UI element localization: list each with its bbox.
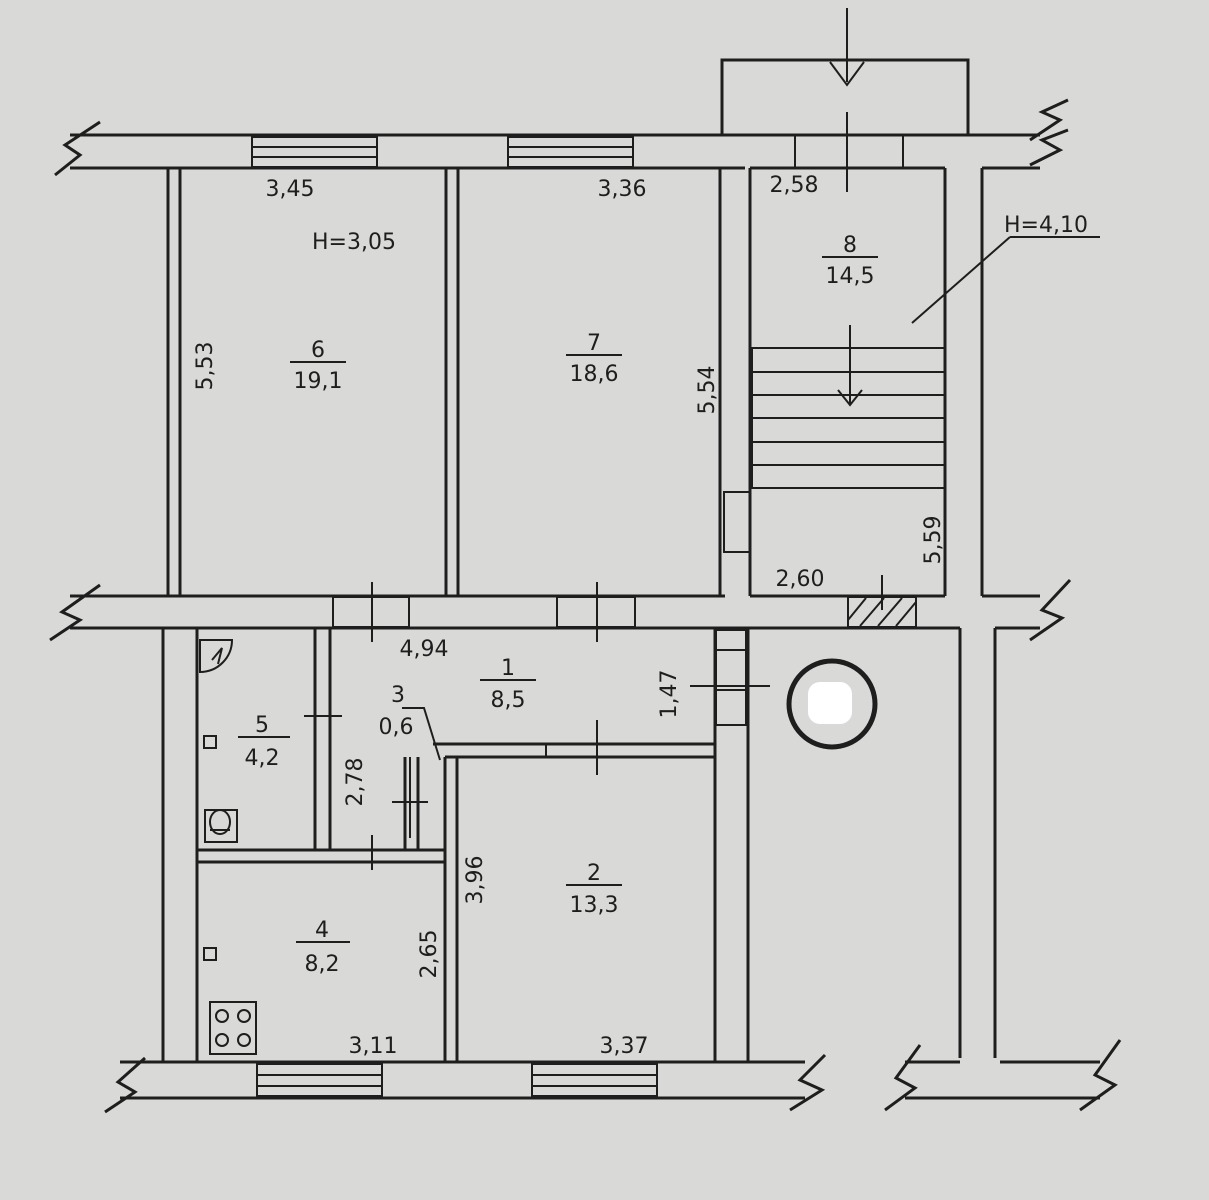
room-1-area: 8,5 [491, 688, 526, 713]
room-6-number: 6 [311, 338, 325, 363]
dim-room6-width: 3,45 [266, 177, 315, 202]
room-8-area: 14,5 [826, 264, 875, 289]
room-4-number: 4 [315, 918, 329, 943]
room-5-area: 4,2 [245, 746, 280, 771]
dim-room1-width: 1,47 [657, 670, 682, 719]
outer-walls [49, 58, 1122, 1114]
room-7-number: 7 [587, 331, 601, 356]
ceiling-height-main: H=3,05 [312, 230, 396, 255]
dim-room8-width-top: 2,58 [770, 173, 819, 198]
dim-room8-length: 5,59 [921, 516, 946, 565]
vent-icon [786, 658, 878, 750]
fixtures [199, 639, 878, 1055]
toilet-icon [204, 809, 238, 843]
dim-room3-length: 2,78 [343, 758, 368, 807]
room-2-number: 2 [587, 861, 601, 886]
radiator-icon [203, 735, 217, 749]
dim-room4-length: 2,65 [417, 930, 442, 979]
staircase [751, 236, 1100, 489]
meter-icon [199, 639, 234, 674]
dim-room6-length: 5,53 [193, 342, 218, 391]
labels: H=3,05 H=4,10 6 19,1 7 18,6 8 14,5 1 8,5… [193, 173, 1088, 1059]
dim-room1-length: 4,94 [400, 637, 449, 662]
room-1-number: 1 [501, 656, 515, 681]
room-4-area: 8,2 [305, 952, 340, 977]
room-6-area: 19,1 [294, 369, 343, 394]
room-2-area: 13,3 [570, 893, 619, 918]
dimension-ticks [304, 575, 883, 870]
dim-room7-length: 5,54 [695, 366, 720, 415]
room-3-area: 0,6 [379, 715, 414, 740]
room-5-number: 5 [255, 713, 269, 738]
windows [251, 136, 658, 1097]
ceiling-height-stairwell: H=4,10 [1004, 213, 1088, 238]
stove-icon [209, 1001, 257, 1055]
partitions [166, 166, 945, 1062]
radiator-icon [203, 947, 217, 961]
dim-room4-width: 3,11 [349, 1034, 398, 1059]
dim-room2-length: 3,96 [463, 856, 488, 905]
dim-room8-width-bottom: 2,60 [776, 567, 825, 592]
entry-arrow [829, 8, 865, 192]
dim-room7-width: 3,36 [598, 177, 647, 202]
dim-room2-width: 3,37 [600, 1034, 649, 1059]
room-8-number: 8 [843, 233, 857, 258]
room-7-area: 18,6 [570, 362, 619, 387]
room-3-number: 3 [391, 683, 405, 708]
